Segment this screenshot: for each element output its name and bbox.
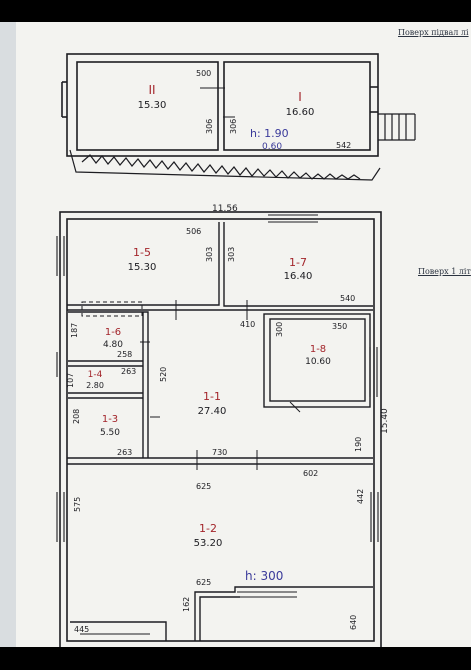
basement-dim-500: 500 [196,69,211,78]
basement-room-ii-id: II [148,83,155,97]
room-1-5-area: 15.30 [128,262,157,273]
room-1-7-id: 1-7 [289,256,307,269]
dim-520: 520 [159,367,168,382]
dim-625-top: 625 [196,482,211,491]
floor1-height-label: h: 300 [245,569,283,583]
room-1-1-id: 1-1 [203,390,221,403]
room-1-6-area: 4.80 [103,340,123,350]
basement-dim-306-left: 306 [205,119,214,134]
dim-625-bottom: 625 [196,578,211,587]
basement-stair [378,113,416,141]
basement-dim-306-right: 306 [229,119,238,134]
dim-263-a: 263 [121,367,136,376]
basement-floor-header: Поверх підвал лі [398,28,469,37]
room-1-2-area: 53.20 [194,538,223,549]
dim-575: 575 [73,497,82,512]
dim-303-b: 303 [227,247,236,262]
dim-187: 187 [70,323,79,338]
dim-208: 208 [72,409,81,424]
dim-602: 602 [303,469,318,478]
dim-640: 640 [349,615,358,630]
basement-room-i-area: 16.60 [286,107,315,118]
floor-plan-sheet: Поверх підвал лі Поверх 1 літ [0,22,471,647]
first-floor-header: Поверх 1 літ [418,267,471,276]
floor-plan-drawing: II 15.30 I 16.60 h: 1.90 0.60 500 306 30… [56,53,416,647]
dimension-ticks [140,87,301,470]
floor1-overall-depth: 15.40 [380,408,390,434]
dim-162: 162 [182,597,191,612]
room-1-5-id: 1-5 [133,246,151,259]
room-1-8-id: 1-8 [310,344,326,355]
dim-410: 410 [240,320,255,329]
dim-300: 300 [275,322,284,337]
room-1-1-area: 27.40 [198,406,227,417]
room-1-2-id: 1-2 [199,522,217,535]
room-1-3-id: 1-3 [102,414,118,425]
dim-303-a: 303 [205,247,214,262]
dim-190: 190 [354,437,363,452]
dim-506: 506 [186,227,201,236]
dim-258: 258 [117,350,132,359]
basement-room-ii-area: 15.30 [138,100,167,111]
dim-263-b: 263 [117,448,132,457]
room-1-3-area: 5.50 [100,428,120,438]
floor1-overall-width: 11.56 [212,204,238,214]
dim-730: 730 [212,448,227,457]
room-1-8-area: 10.60 [305,357,331,367]
basement-room-i-id: I [298,90,302,104]
basement-height-sub: 0.60 [262,142,282,152]
dim-107: 107 [66,373,75,388]
basement-walls [61,53,379,157]
dim-350: 350 [332,322,347,331]
left-binding-strip [0,22,16,647]
dim-445: 445 [74,625,89,634]
first-floor-inner-walls [67,222,373,641]
room-1-4-id: 1-4 [88,370,103,380]
room-1-6-id: 1-6 [105,327,121,338]
dim-442: 442 [356,489,365,504]
basement-dim-542: 542 [336,141,351,150]
dim-540: 540 [340,294,355,303]
first-floor-outer-walls [59,211,382,647]
room-1-4-area: 2.80 [86,381,104,390]
first-floor-windows [56,214,379,635]
basement-foundation-strip [69,149,381,181]
room-1-7-area: 16.40 [284,271,313,282]
basement-height-label: h: 1.90 [250,127,289,140]
